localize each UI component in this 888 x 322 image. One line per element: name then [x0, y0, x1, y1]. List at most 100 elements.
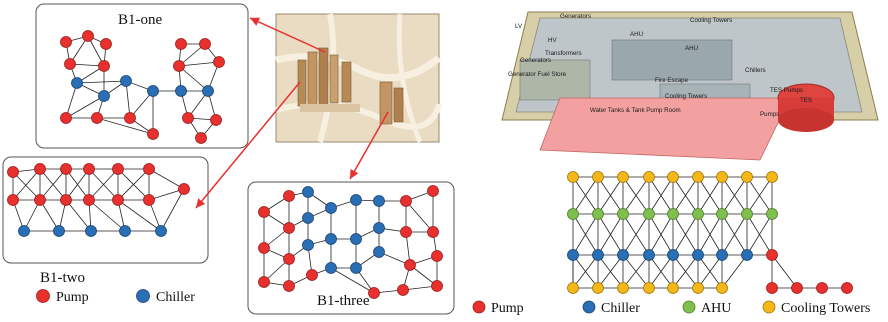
pump-node: [173, 60, 185, 72]
cooling-tower-node: [716, 282, 728, 294]
plant-label: LV: [515, 23, 523, 30]
chiller-node: [350, 194, 362, 206]
pump-node: [98, 60, 110, 72]
panel-b1-three: [247, 181, 455, 315]
chiller-node: [120, 75, 132, 87]
plant-label: Transformers: [545, 50, 582, 57]
pump-node: [427, 226, 439, 238]
graph-edge: [12, 171, 41, 201]
graph-edge: [12, 168, 41, 201]
pump-node: [195, 132, 207, 144]
graph-edge: [129, 90, 154, 119]
graph-edge: [572, 176, 599, 215]
graph-edge: [125, 80, 131, 119]
panel-b1-one: [35, 3, 249, 149]
cooling-tower-node: [567, 171, 579, 183]
ahu-node: [592, 208, 604, 220]
arrow-to-b1-one: [249, 17, 326, 53]
graph-edge: [160, 188, 185, 232]
pump-node: [34, 194, 46, 206]
cooling-tower-node: [592, 171, 604, 183]
pump-node: [64, 58, 76, 70]
graph-edge: [148, 188, 185, 201]
panel-b1-two: [2, 156, 209, 264]
graph-edge: [597, 213, 624, 256]
pump-node: [7, 166, 19, 178]
pump-node: [816, 282, 828, 294]
chiller-node: [302, 239, 314, 251]
plant-label: TES: [800, 97, 812, 104]
graph-edge: [746, 213, 773, 256]
pump-node: [182, 112, 194, 124]
graph-edge: [697, 213, 723, 256]
chiller-node: [373, 222, 385, 234]
chiller-node: [119, 225, 131, 237]
ahu-node: [643, 208, 655, 220]
cooling-tower-node: [692, 171, 704, 183]
b1-three-label: B1-three: [317, 293, 370, 309]
chiller-node: [567, 249, 579, 261]
cooling-tower-node: [643, 282, 655, 294]
pump-node: [283, 280, 295, 292]
pump-node: [766, 282, 778, 294]
graph-edge: [697, 176, 723, 215]
legend-left-pump-marker: [36, 289, 50, 303]
graph-edge: [721, 254, 748, 289]
ahu-node: [692, 208, 704, 220]
pump-node: [7, 194, 19, 206]
pump-node: [60, 163, 72, 175]
pump-node: [283, 253, 295, 265]
graph-edge: [405, 200, 434, 233]
pump-node: [178, 183, 190, 195]
plant-label: Generators: [520, 57, 551, 64]
graph-edge: [88, 168, 119, 201]
graph-edge: [178, 65, 209, 92]
chiller-node: [716, 249, 728, 261]
pump-node: [258, 206, 270, 218]
graph-edge: [572, 254, 599, 289]
pump-node: [100, 38, 112, 50]
cooling-tower-node: [617, 282, 629, 294]
graph-edge: [39, 168, 67, 201]
ahu-node: [741, 208, 753, 220]
chiller-node: [71, 77, 83, 89]
chiller-node: [325, 262, 337, 274]
plant-label: Generators: [560, 13, 591, 20]
chiller-node: [53, 225, 65, 237]
graph-edge: [96, 117, 154, 135]
chiller-node: [692, 249, 704, 261]
pump-node: [283, 190, 295, 202]
chiller-node: [617, 249, 629, 261]
legend-right: Pump Chiller AHU Cooling Towers: [472, 300, 870, 316]
pump-node: [112, 163, 124, 175]
cooling-tower-node: [567, 282, 579, 294]
pump-node: [175, 38, 187, 50]
ahu-node: [567, 208, 579, 220]
plant-label: Generator Fuel Store: [508, 71, 567, 78]
cooling-tower-node: [692, 282, 704, 294]
legend-left-chiller-marker: [136, 289, 150, 303]
cooling-tower-node: [592, 282, 604, 294]
graph-edge: [622, 254, 650, 289]
chiller-node: [147, 85, 159, 97]
graph-edge: [648, 254, 674, 289]
pump-node: [83, 194, 95, 206]
chiller-node: [98, 90, 110, 102]
legend-left-chiller-label: Chiller: [156, 290, 195, 305]
cooling-tower-node: [617, 171, 629, 183]
chiller-node: [325, 202, 337, 214]
plant-label: TES Pumps: [770, 87, 803, 94]
pump-node: [306, 269, 318, 281]
arrow-to-b1-three: [349, 111, 389, 180]
chiller-node: [325, 233, 337, 245]
graph-edge: [65, 168, 90, 201]
pump-node: [60, 36, 72, 48]
legend-left-pump-label: Pump: [56, 290, 89, 305]
chiller-node: [373, 195, 385, 207]
pump-node: [258, 242, 270, 254]
legend-right-chiller-marker: [582, 300, 596, 314]
graph-edge: [672, 176, 699, 215]
cooling-tower-node: [667, 171, 679, 183]
graph-edge: [65, 199, 92, 232]
